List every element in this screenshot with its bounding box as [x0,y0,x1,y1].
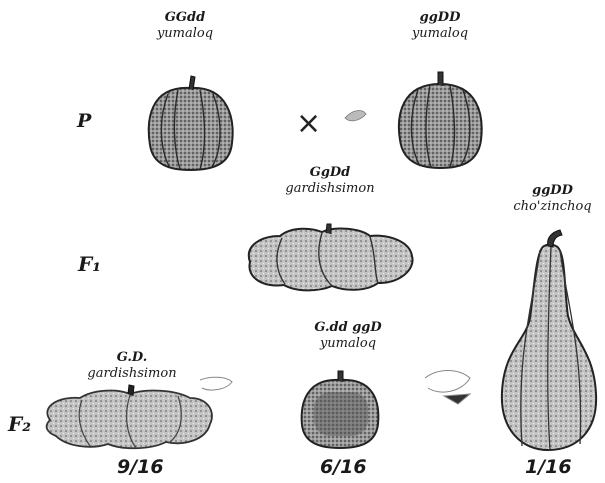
pumpkin-f2-disc [47,385,212,448]
pumpkin-parent-right [399,72,482,168]
pumpkin-f2-long [502,230,596,450]
pumpkin-f2-round [302,371,379,448]
pumpkin-f1-disc [249,224,413,290]
pumpkin-parent-left [149,76,233,170]
specimen-sketch [345,111,366,121]
